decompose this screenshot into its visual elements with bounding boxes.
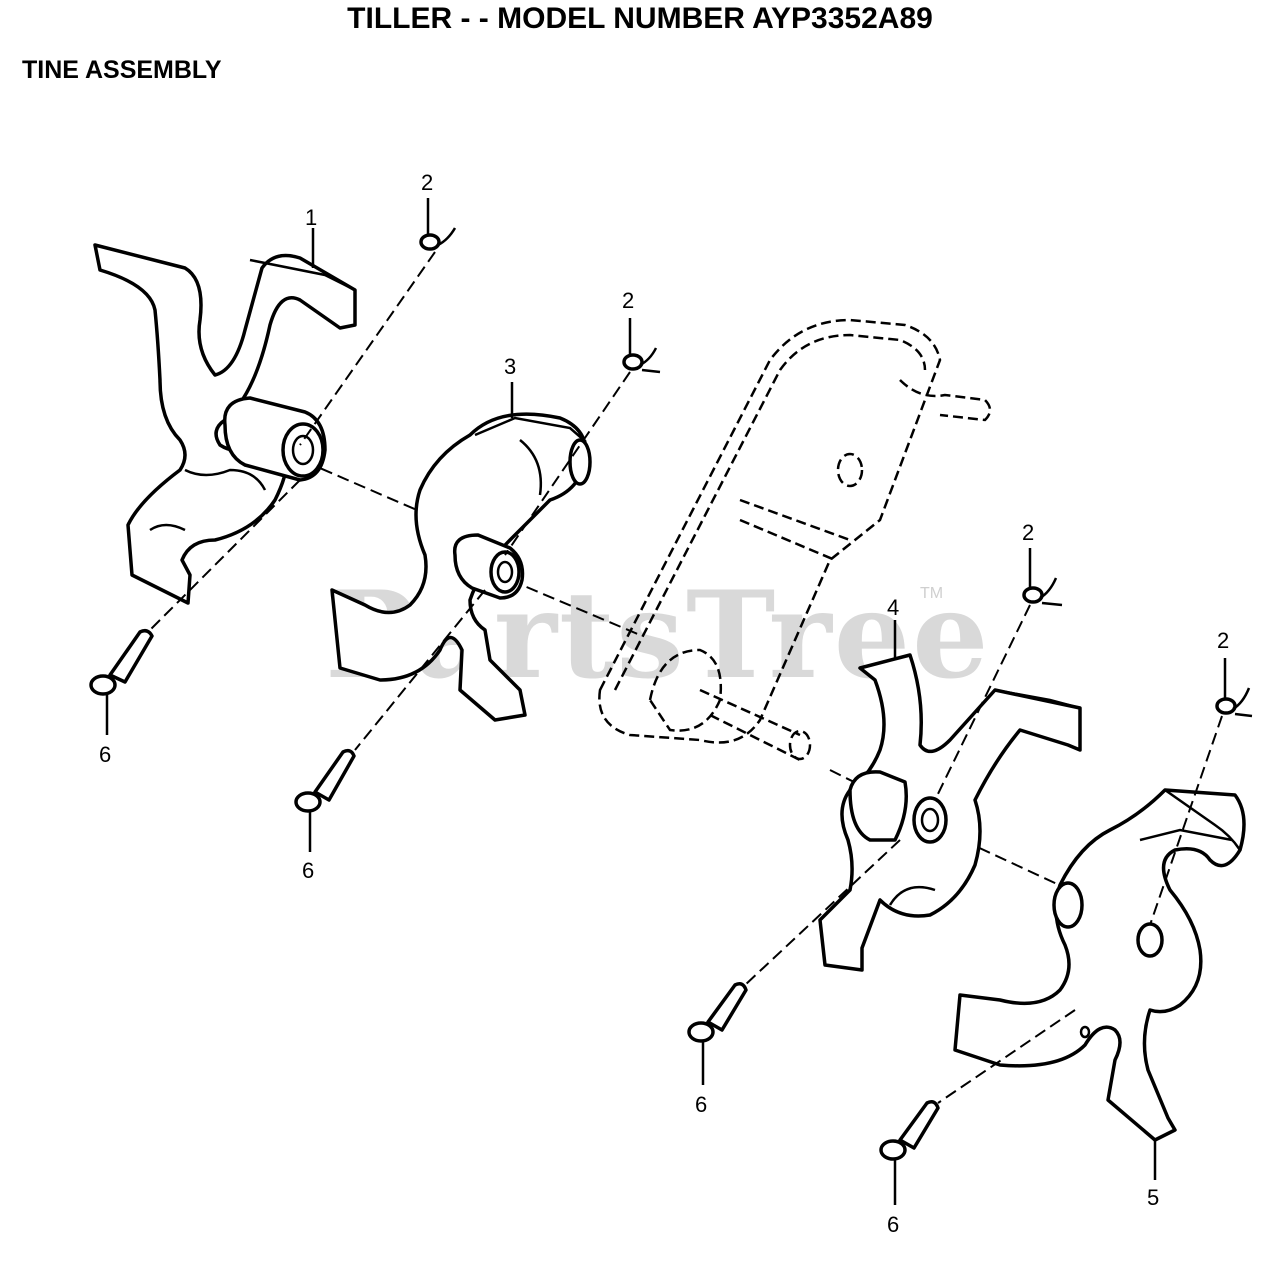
callout-2b: 2 [622, 288, 634, 313]
callout-4: 4 [887, 595, 899, 620]
callout-6b: 6 [302, 858, 314, 883]
bolt-b [294, 748, 356, 813]
pin-paths [149, 251, 1223, 1104]
part-5-tine [953, 788, 1246, 1142]
section-subtitle: TINE ASSEMBLY [22, 56, 222, 84]
callout-2a: 2 [421, 170, 433, 195]
callout-6d: 6 [887, 1212, 899, 1237]
hairpin-clip-a [419, 227, 457, 251]
callout-3: 3 [504, 354, 516, 379]
part-1-tine [93, 243, 357, 605]
bolt-c [687, 982, 748, 1043]
callout-2c: 2 [1022, 520, 1034, 545]
part-4-tine [818, 653, 1082, 972]
leader-lines [105, 198, 1227, 1205]
page-title: TILLER - - MODEL NUMBER AYP3352A89 [347, 2, 933, 35]
bolt-d [879, 1100, 940, 1161]
hairpin-clip-c [1022, 577, 1063, 607]
hairpin-clip-d [1215, 687, 1253, 718]
phantom-shaft-housing [598, 318, 992, 762]
bolt-a [89, 628, 154, 696]
callout-1: 1 [305, 205, 317, 230]
callout-6a: 6 [99, 742, 111, 767]
callout-2d: 2 [1217, 628, 1229, 653]
hairpin-clip-b [622, 347, 661, 374]
watermark-tm: TM [920, 585, 944, 602]
part-3-tine [330, 412, 592, 722]
callout-5: 5 [1147, 1185, 1159, 1210]
callout-6c: 6 [695, 1092, 707, 1117]
